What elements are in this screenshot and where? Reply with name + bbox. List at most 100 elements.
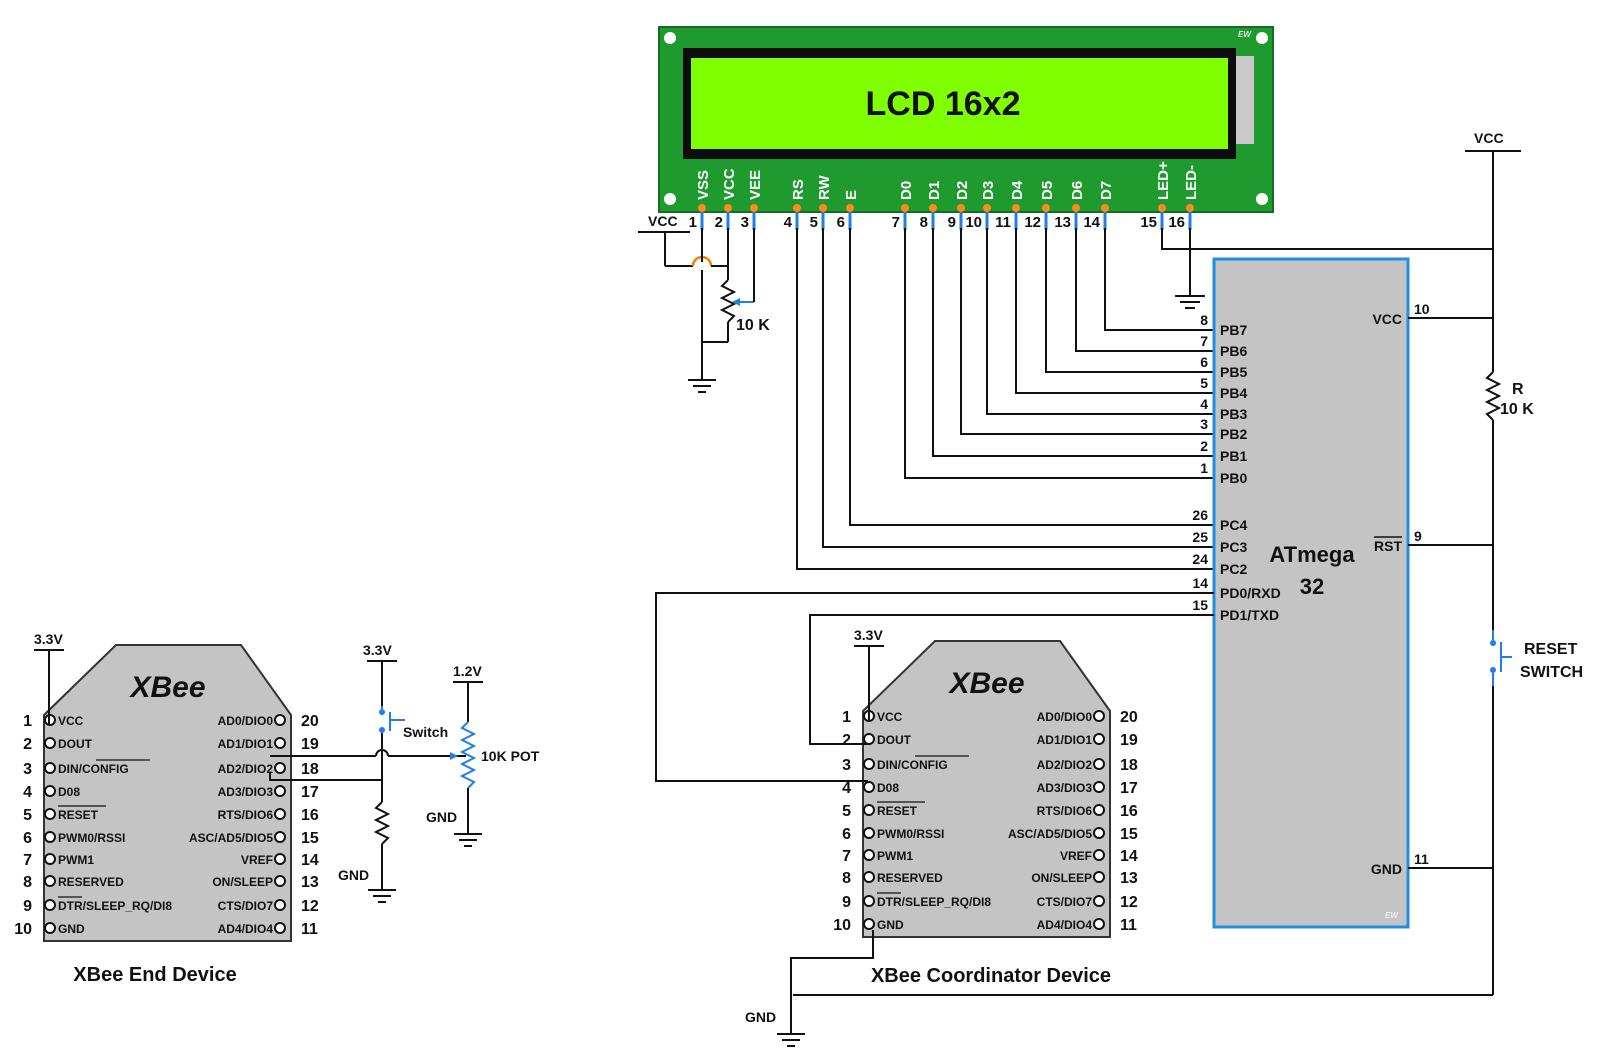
xbee-pin-pad-icon <box>274 831 286 843</box>
xbee-pin-number: 5 <box>23 807 32 824</box>
lcd-pin-name: D2 <box>954 181 971 200</box>
lcd-pin-name: D7 <box>1098 181 1115 200</box>
mcu-pin-name: RST <box>1374 538 1402 554</box>
xbee-pin-pad-icon <box>274 808 286 820</box>
xbee-end-caption: XBee End Device <box>73 964 236 986</box>
lcd-pin-number: 5 <box>810 214 818 231</box>
xbee-pin-number: 14 <box>1120 848 1138 865</box>
xbee-pin-pad-icon <box>274 853 286 865</box>
xbee-pin-name: ASC/AD5/DIO5 <box>189 831 273 845</box>
xbee-pin-name: AD2/DIO2 <box>218 762 274 776</box>
mount-hole-icon <box>664 32 676 44</box>
xbee-pin-pad-icon <box>1093 849 1105 861</box>
xbee-pin-name: CTS/DIO7 <box>1037 895 1093 909</box>
xbee-pin-name: VREF <box>241 853 273 867</box>
mcu-pin-number: 6 <box>1200 354 1208 370</box>
xbee-pin-name: DOUT <box>877 733 912 747</box>
xbee-pin-number: 1 <box>842 709 851 726</box>
xbee-pin-name: AD2/DIO2 <box>1037 758 1093 772</box>
xbee-pin-pad-icon <box>274 785 286 797</box>
xbee-pin-pad-icon <box>863 733 875 745</box>
xbee-pin-name: RESET <box>877 804 918 818</box>
xbee-pin-number: 1 <box>23 713 32 730</box>
lcd-pin-number: 7 <box>892 214 900 231</box>
mount-hole-icon <box>1256 193 1268 205</box>
xbee-pin-name: AD3/DIO3 <box>1037 781 1093 795</box>
lcd-pin-name: VCC <box>721 168 738 200</box>
lcd-pin-pad-icon <box>957 204 965 212</box>
pot-label: 10K POT <box>481 748 540 764</box>
mcu-pin-number: 4 <box>1200 396 1208 412</box>
potentiometer-icon <box>459 721 477 789</box>
xbee-pin-pad-icon <box>44 875 56 887</box>
xbee-pin-number: 6 <box>23 830 32 847</box>
switch-icon[interactable] <box>379 706 405 733</box>
xbee-pin-number: 19 <box>1120 732 1138 749</box>
xbee-pin-pad-icon <box>1093 827 1105 839</box>
mcu-pin-number: 3 <box>1200 416 1208 432</box>
xbee-pin-name: DOUT <box>58 737 93 751</box>
supply-1v2-label: 1.2V <box>453 663 482 679</box>
mcu-pin-name: PB7 <box>1220 322 1247 338</box>
ground-icon <box>454 833 482 847</box>
xbee-body <box>862 640 1111 938</box>
xbee-pin-name: AD4/DIO4 <box>218 922 274 936</box>
xbee-pin-name: RESERVED <box>58 875 124 889</box>
mcu-pin-name: PC4 <box>1220 517 1247 533</box>
xbee-pin-name: ON/SLEEP <box>1031 871 1092 885</box>
mcu-pin-name: PB4 <box>1220 385 1247 401</box>
supply-3v3-label: 3.3V <box>854 627 883 643</box>
xbee-pin-name: PWM1 <box>877 849 913 863</box>
xbee-pin-number: 17 <box>301 784 319 801</box>
reset-switch-label-1: RESET <box>1524 641 1578 658</box>
xbee-logo: XBee <box>947 667 1024 700</box>
xbee-pin-pad-icon <box>1093 918 1105 930</box>
xbee-pin-number: 17 <box>1120 780 1138 797</box>
xbee-pin-number: 4 <box>23 784 32 801</box>
mcu-pin-name: PB5 <box>1220 364 1247 380</box>
xbee-pin-name: DTR/SLEEP_RQ/DI8 <box>58 899 172 913</box>
mcu-pin-number: 10 <box>1414 301 1430 317</box>
xbee-pin-name: AD1/DIO1 <box>218 737 274 751</box>
xbee-pin-pad-icon <box>44 831 56 843</box>
xbee-pin-pad-icon <box>274 714 286 726</box>
resistor-value: 10 K <box>1500 401 1534 418</box>
mcu-pin-name: PB1 <box>1220 448 1247 464</box>
lcd-pin-pad-icon <box>1012 204 1020 212</box>
lcd-pin-number: 8 <box>920 214 928 231</box>
lcd-pin-number: 6 <box>837 214 845 231</box>
lcd-pin-number: 11 <box>995 214 1011 231</box>
ground-icon <box>777 1033 805 1047</box>
xbee-pin-number: 16 <box>301 807 319 824</box>
lcd-pin-name: VSS <box>695 170 712 200</box>
xbee-pin-pad-icon <box>274 899 286 911</box>
xbee-pin-number: 11 <box>1120 917 1137 934</box>
xbee-pin-pad-icon <box>44 899 56 911</box>
mcu-pin-name: PB0 <box>1220 470 1247 486</box>
xbee-pin-name: AD4/DIO4 <box>1037 918 1093 932</box>
xbee-pin-pad-icon <box>863 827 875 839</box>
vcc-label: VCC <box>648 213 678 229</box>
ground-icon <box>688 379 716 393</box>
lcd-pin-number: 10 <box>965 214 982 231</box>
xbee-pin-number: 8 <box>842 870 851 887</box>
lcd-pin-name: D3 <box>980 181 997 200</box>
lcd-pin-pad-icon <box>1101 204 1109 212</box>
mcu-pin-number: 15 <box>1192 597 1208 613</box>
lcd-pin-name: D0 <box>898 181 915 200</box>
xbee-pin-name: AD3/DIO3 <box>218 785 274 799</box>
xbee-pin-pad-icon <box>274 875 286 887</box>
xbee-pin-pad-icon <box>1093 871 1105 883</box>
xbee-pin-name: DIN/CONFIG <box>877 758 948 772</box>
xbee-pin-number: 8 <box>23 874 32 891</box>
reset-switch-icon[interactable] <box>1490 630 1512 686</box>
lcd-pin-pad-icon <box>846 204 854 212</box>
xbee-pin-number: 18 <box>1120 757 1138 774</box>
xbee-pin-number: 9 <box>23 898 32 915</box>
xbee-pin-pad-icon <box>44 808 56 820</box>
lcd-pin-pad-icon <box>793 204 801 212</box>
xbee-pin-name: RTS/DIO6 <box>218 808 274 822</box>
mcu-pin-number: 26 <box>1192 507 1208 523</box>
xbee-pin-name: RESERVED <box>877 871 943 885</box>
